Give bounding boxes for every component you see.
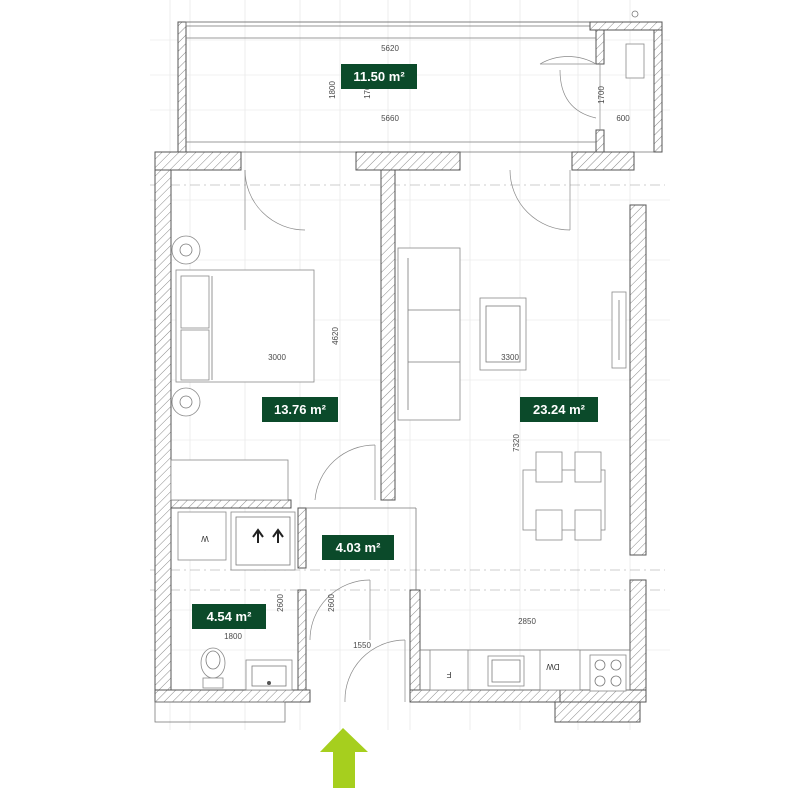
dim-living-height: 7320 xyxy=(512,434,521,452)
dim-living-width: 3300 xyxy=(501,353,519,362)
dim-bath-width: 1800 xyxy=(224,632,242,641)
appliance-labels: W F DW xyxy=(201,534,560,679)
area-labels: 11.50 m² 13.76 m² 23.24 m² 4.03 m² 4.54 … xyxy=(192,64,598,629)
bedroom-furniture xyxy=(170,235,315,501)
terrace-area: 11.50 m² xyxy=(353,69,405,84)
dim-terrace-side-height: 1700 xyxy=(597,86,606,104)
bathroom-area: 4.54 m² xyxy=(207,609,252,624)
dimensions: 5620 5660 1800 1760 1700 600 3000 4620 3… xyxy=(224,44,630,650)
hall-area: 4.03 m² xyxy=(336,540,381,555)
interior-walls xyxy=(170,169,421,691)
washer-label: W xyxy=(201,534,209,543)
fridge-label: F xyxy=(446,670,451,679)
dim-terrace-side-width: 600 xyxy=(616,114,630,123)
dim-bedroom-width: 3000 xyxy=(268,353,286,362)
dim-hall-width: 1550 xyxy=(353,641,371,650)
hob-icon xyxy=(589,654,627,692)
bedroom-area: 13.76 m² xyxy=(274,402,327,417)
living-area-badge: 23.24 m² xyxy=(520,397,598,422)
sink-icon xyxy=(245,659,293,691)
shower-icon xyxy=(252,528,284,543)
dim-terrace-bottom: 5660 xyxy=(381,114,399,123)
toilet-icon xyxy=(200,647,226,689)
dim-terrace-height-a: 1800 xyxy=(328,81,337,99)
entrance-arrow-icon xyxy=(320,728,368,788)
dim-terrace-top: 5620 xyxy=(381,44,399,53)
dim-bath-height-b: 2600 xyxy=(327,594,336,612)
dim-kitchen-width: 2850 xyxy=(518,617,536,626)
doors xyxy=(244,169,571,703)
exterior-walls xyxy=(154,151,647,723)
kitchen xyxy=(419,649,631,692)
living-area: 23.24 m² xyxy=(533,402,586,417)
dim-terrace-height-b: 1760 xyxy=(363,81,372,99)
dim-bedroom-height: 4620 xyxy=(331,327,340,345)
bathroom-area-badge: 4.54 m² xyxy=(192,604,266,629)
bedroom-area-badge: 13.76 m² xyxy=(262,397,338,422)
terrace xyxy=(177,10,663,153)
dishwasher-label: DW xyxy=(546,662,560,671)
terrace-area-badge: 11.50 m² xyxy=(341,64,417,89)
hall-area-badge: 4.03 m² xyxy=(322,535,394,560)
dim-bath-height-a: 2600 xyxy=(276,594,285,612)
bathroom-fixtures xyxy=(177,511,296,691)
living-furniture xyxy=(397,247,627,541)
